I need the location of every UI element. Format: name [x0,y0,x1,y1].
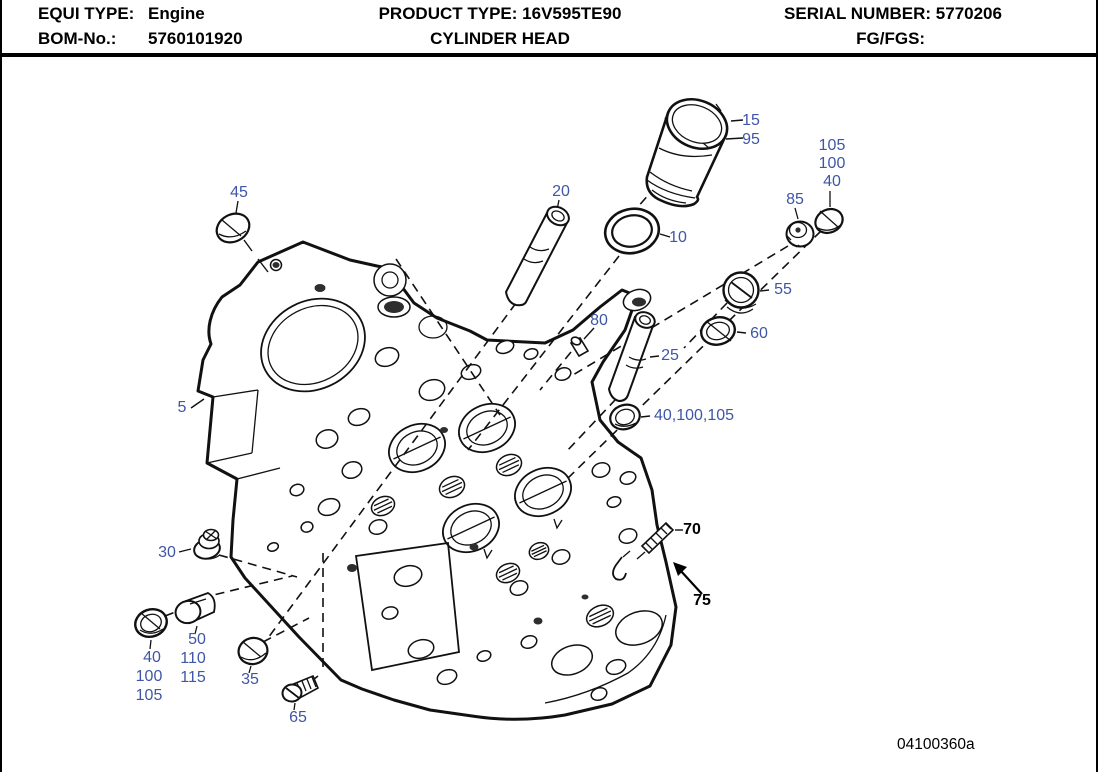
product-type-value: 16V595TE90 [522,4,622,23]
fg-field: FG/FGS: [856,29,930,49]
equi-type-field: EQUI TYPE: Engine [38,4,205,24]
part-connector-15-95 [645,98,744,208]
serial-number-value: 5770206 [935,4,1002,23]
product-type-field: PRODUCT TYPE: 16V595TE90 [379,4,622,24]
body-holes [266,284,663,702]
part-stud-70 [636,521,683,560]
page-border-right [1096,0,1098,772]
bom-label: BOM-No.: [38,29,117,48]
part-screw-plug-55 [722,271,770,314]
leader-5 [190,398,205,409]
part-plug-30 [178,528,221,560]
parts-diagram [134,98,844,721]
hook-detail [612,556,627,581]
serial-number-field: SERIAL NUMBER: 5770206 [784,4,1002,24]
header-divider [0,53,1098,57]
part-valve-guide-20 [504,199,570,307]
leader-dashes [164,185,822,687]
drawing-number: 04100360a [897,736,975,753]
part-seal-40-100-105 [609,403,651,431]
part-cap-45 [215,200,269,273]
part-pin-80 [569,327,595,358]
serial-number-label: SERIAL NUMBER: [784,4,932,23]
bom-field: BOM-No.: 5760101920 [38,29,243,49]
threaded-holes [370,453,615,628]
part-o-ring-10 [603,207,671,255]
part-cap-40-lower [134,607,168,650]
bom-value: 5760101920 [148,29,243,48]
part-cap-35 [237,636,269,674]
page-title: CYLINDER HEAD [430,29,570,48]
page-border-left [0,0,2,772]
valve-seats [388,402,572,560]
arrow-75 [673,562,703,595]
part-seal-ring-60 [699,316,747,346]
equi-type-label: EQUI TYPE: [38,4,135,23]
part-cap-40-upper [814,191,844,235]
header-row-1: EQUI TYPE: Engine PRODUCT TYPE: 16V595TE9… [0,4,1098,28]
part-cylinder-head-body [196,240,678,721]
part-valve-guide-25 [607,311,660,403]
equi-type-value: Engine [148,4,205,23]
header-row-2: BOM-No.: 5760101920 CYLINDER HEAD FG/FGS: [0,29,1098,53]
part-threaded-plug-65 [281,674,320,711]
fg-label: FG/FGS: [856,29,926,48]
part-plug-85 [785,207,815,248]
page-header: EQUI TYPE: Engine PRODUCT TYPE: 16V595TE9… [0,0,1098,57]
part-cap-50 [174,592,216,635]
product-type-label: PRODUCT TYPE: [378,4,518,23]
